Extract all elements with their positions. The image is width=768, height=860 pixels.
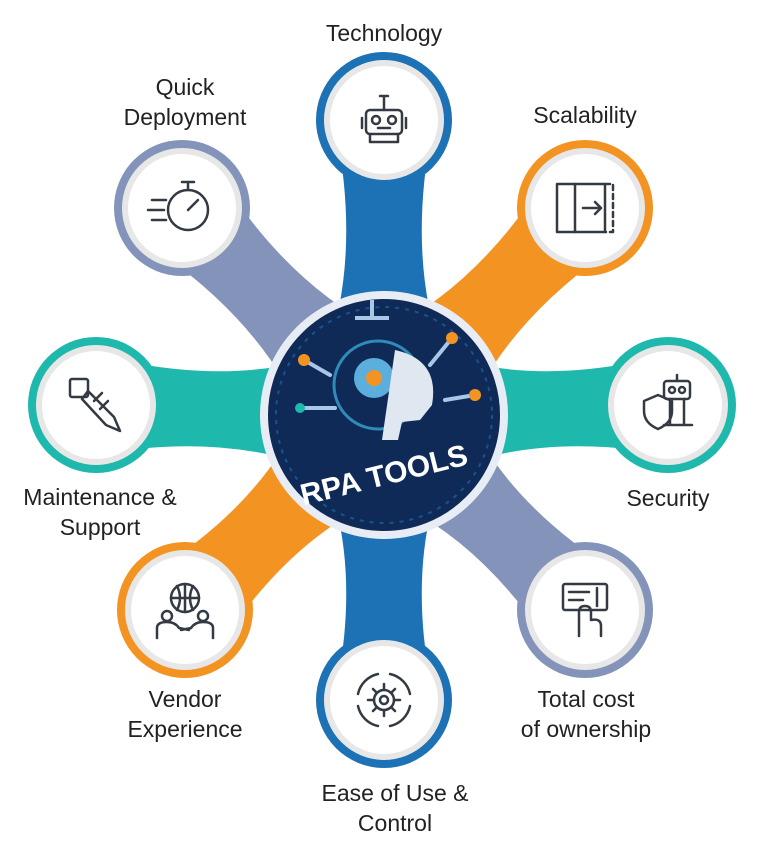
ease-node: [324, 640, 444, 760]
technology-node: [324, 60, 444, 180]
label-scalability: Scalability: [533, 102, 637, 128]
label-technology: Technology: [325, 20, 443, 46]
center-hub: RPA TOOLS: [260, 291, 508, 539]
scalability-node: [525, 148, 645, 268]
vendor-node: [125, 550, 245, 670]
touch-screen-cost-icon: [561, 582, 609, 638]
robot-icon: [360, 94, 408, 144]
stopwatch-speed-icon: [146, 180, 210, 232]
label-ease: Ease of Use & Control: [321, 780, 469, 836]
deployment-node: [122, 148, 242, 268]
robot-shield-icon: [642, 373, 694, 431]
tco-node: [525, 550, 645, 670]
label-security: Security: [626, 485, 710, 511]
gear-control-icon: [356, 672, 412, 728]
label-tco: Total cost of ownership: [520, 686, 652, 742]
robot-head-icon: [295, 300, 481, 440]
wrench-icon: [68, 377, 122, 433]
maintenance-node: [36, 345, 156, 465]
scale-out-icon: [555, 182, 615, 234]
label-maintenance: Maintenance & Support: [23, 484, 177, 540]
security-node: [608, 345, 728, 465]
label-deployment: Quick Deployment: [123, 74, 247, 130]
label-vendor: Vendor Experience: [127, 686, 243, 742]
handshake-globe-icon: [155, 582, 215, 640]
